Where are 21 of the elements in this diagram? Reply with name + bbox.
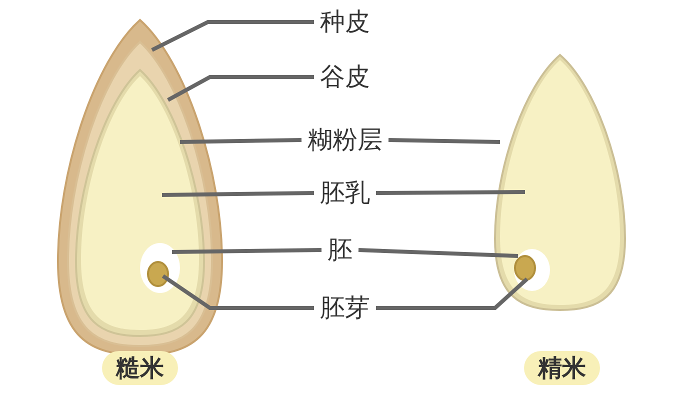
leader-line <box>162 191 314 197</box>
outer-coat-layer <box>57 19 223 356</box>
leader-line <box>162 274 314 310</box>
leader-line <box>388 138 500 144</box>
caption-label: 精米 <box>524 351 600 385</box>
leader-line <box>358 248 518 258</box>
part-label: 糊粉层 <box>308 125 382 155</box>
embryo-spot <box>514 249 550 291</box>
part-label: 胚 <box>328 235 352 265</box>
inner-coat-layer <box>67 41 213 347</box>
part-label: 种皮 <box>320 7 370 37</box>
leader-line <box>376 278 528 310</box>
leader-line <box>172 248 322 254</box>
leader-line <box>376 190 526 195</box>
part-label: 胚乳 <box>320 178 370 208</box>
caption-label: 糙米 <box>102 351 178 385</box>
part-label: 胚芽 <box>320 293 370 323</box>
embryo-spot <box>140 243 180 293</box>
leader-line <box>167 75 314 102</box>
part-label: 谷皮 <box>320 62 370 92</box>
leader-line <box>151 20 314 52</box>
